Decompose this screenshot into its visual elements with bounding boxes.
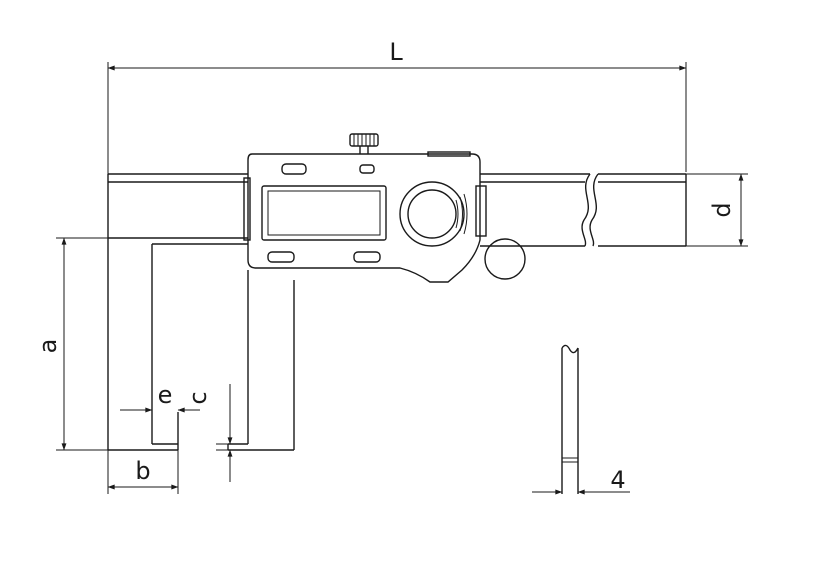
dimension-tip-offset: c [184,384,233,482]
bottom-left-button [267,251,295,263]
top-right-button [359,164,375,174]
label-jaw-width: b [135,457,150,485]
label-blade-tip: 4 [610,466,625,494]
locking-screw [349,133,379,154]
sliding-jaw [227,270,295,451]
label-thickness: d [708,202,736,217]
lcd-screen [261,185,387,241]
dimension-length: L [107,38,687,174]
bottom-right-button [353,251,381,263]
display-head [243,151,526,283]
label-length: L [389,38,403,66]
label-jaw-gap: e [158,381,173,409]
blade-side-view [561,344,579,494]
label-tip-offset: c [184,391,212,404]
dimension-jaw-depth: a [34,237,108,451]
dimension-blade-tip: 4 [532,466,630,495]
thumb-wheel [484,238,526,280]
dimension-jaw-width: b [107,450,179,494]
label-jaw-depth: a [34,339,62,354]
dial-inner [407,189,457,239]
dimension-thickness: d [686,173,748,247]
lcd-inner [267,190,381,236]
dial-outer [399,181,465,247]
beam [108,173,687,247]
fixed-jaw [107,174,248,451]
top-left-button [281,163,307,175]
dimension-jaw-gap: e [120,381,200,413]
